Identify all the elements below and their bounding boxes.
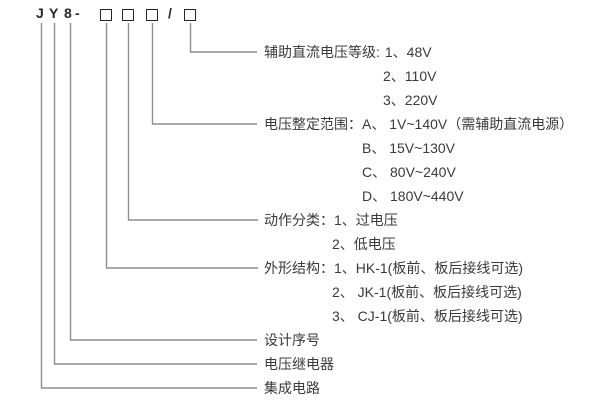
connector-design-serial-number [69,23,257,341]
aux-dc-voltage-option-1: 1、48V [384,44,432,60]
integrated-circuit-label: 集成电路 [264,380,320,396]
setting-range-option-b: B、 15V~130V [362,140,456,156]
voltage-relay-label: 电压继电器 [264,356,334,372]
action-class-row-1: 动作分类： 1、过电压 [264,208,398,232]
model-slash: / [168,5,172,21]
structure-option-3: 3、 CJ-1(板前、板后接线可选) [332,308,523,324]
setting-range-row-4: D、 180V~440V [362,184,464,208]
model-digit-8: 8 [64,5,72,21]
voltage-relay-row: 电压继电器 [264,352,334,376]
connector-voltage-relay [53,23,257,365]
placeholder-box-3 [146,9,158,21]
aux-dc-voltage-option-2: 2、110V [383,68,437,84]
aux-dc-voltage-label: 辅助直流电压等级: [264,44,380,60]
setting-range-row-3: C、 80V~240V [362,160,456,184]
structure-label: 外形结构： [264,260,334,276]
setting-range-row-2: B、 15V~130V [362,136,455,160]
placeholder-box-4 [184,9,196,21]
integrated-circuit-row: 集成电路 [264,376,320,400]
structure-option-2: 2、 JK-1(板前、板后接线可选) [332,284,522,300]
structure-row-3: 3、 CJ-1(板前、板后接线可选) [332,304,523,328]
structure-option-1: 1、HK-1(板前、板后接线可选) [334,260,524,276]
model-letter-y: Y [49,5,59,21]
setting-range-option-d: D、 180V~440V [362,188,464,204]
connector-integrated-circuit [40,23,257,389]
connector-voltage-setting-range [151,23,257,125]
structure-row-1: 外形结构： 1、HK-1(板前、板后接线可选) [264,256,523,280]
action-class-option-1: 1、过电压 [334,212,398,228]
setting-range-row-1: 电压整定范围： A、 1V~140V（需辅助直流电源） [264,112,573,136]
design-serial-row: 设计序号 [264,328,320,352]
aux-dc-voltage-row-1: 辅助直流电压等级: 1、48V [264,40,432,64]
connector-action-classification [127,23,258,221]
connector-aux-dc-voltage-level [189,23,257,53]
action-class-option-2: 2、低电压 [332,236,396,252]
model-dash: - [75,5,80,21]
action-class-row-2: 2、低电压 [332,232,396,256]
aux-dc-voltage-row-2: 2、110V [383,64,436,88]
model-letter-j: J [36,5,44,21]
design-serial-label: 设计序号 [264,332,320,348]
action-class-label: 动作分类： [264,212,334,228]
placeholder-box-1 [100,9,112,21]
setting-range-option-a: A、 1V~140V（需辅助直流电源） [362,116,574,132]
structure-row-2: 2、 JK-1(板前、板后接线可选) [332,280,522,304]
aux-dc-voltage-row-3: 3、220V [383,88,437,112]
aux-dc-voltage-option-3: 3、220V [383,92,438,108]
placeholder-box-2 [122,9,134,21]
connector-outline-structure [105,23,258,269]
setting-range-label: 电压整定范围： [264,116,362,132]
setting-range-option-c: C、 80V~240V [362,164,456,180]
